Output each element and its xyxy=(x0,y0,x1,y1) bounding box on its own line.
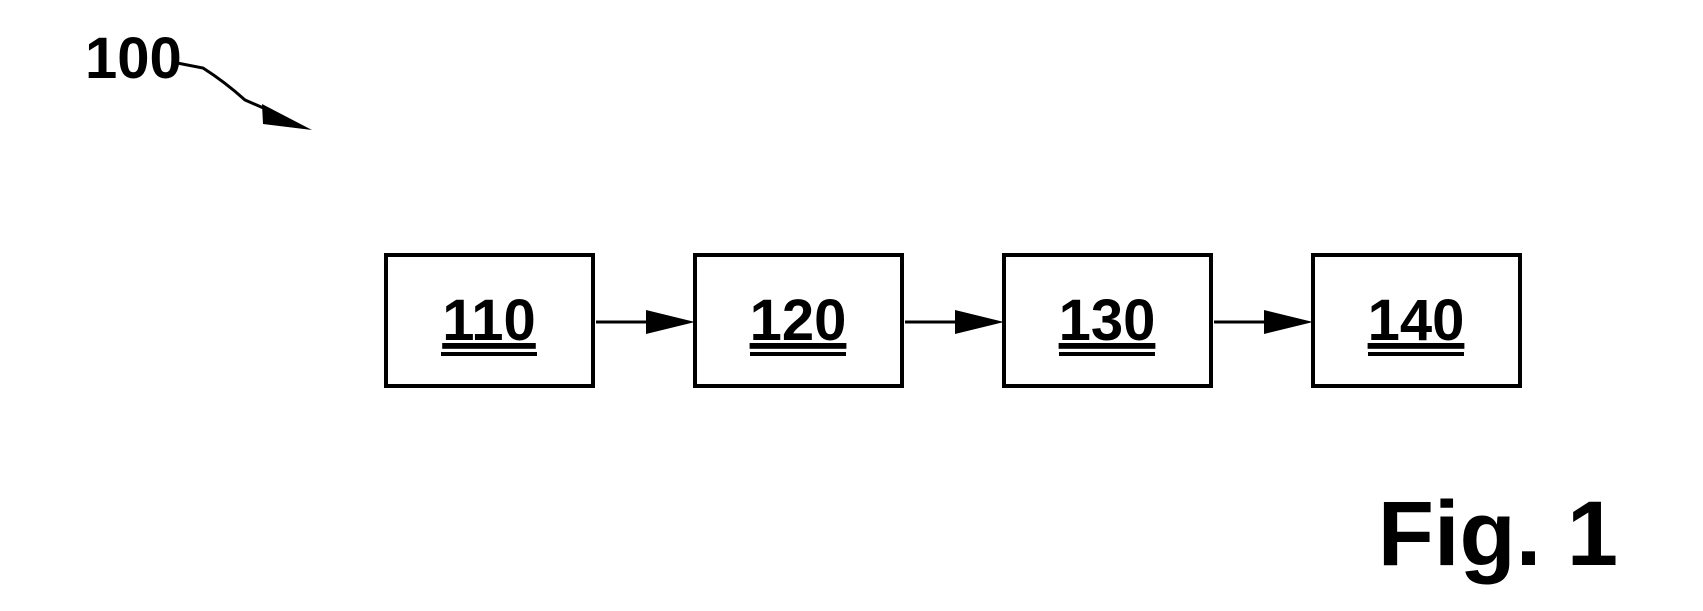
reference-leader-arrowhead xyxy=(262,104,312,130)
block-140-label: 140 xyxy=(1368,288,1465,353)
block-140: 140 xyxy=(1311,253,1522,388)
block-110: 110 xyxy=(384,253,595,388)
block-120-frame xyxy=(693,253,904,388)
block-120-label: 120 xyxy=(750,288,847,353)
figure-caption: Fig. 1 xyxy=(1378,483,1618,585)
block-140-frame xyxy=(1311,253,1522,388)
block-110-label: 110 xyxy=(442,288,536,353)
connector-110-120-arrowhead xyxy=(646,310,695,334)
block-110-frame xyxy=(384,253,595,388)
reference-group: 100 xyxy=(85,26,312,130)
block-130-frame xyxy=(1002,253,1213,388)
connector-110-120 xyxy=(596,310,695,334)
connector-120-130-arrowhead xyxy=(955,310,1004,334)
connector-130-140-arrowhead xyxy=(1264,310,1313,334)
block-130-label: 130 xyxy=(1059,288,1156,353)
reference-leader-line xyxy=(171,60,269,112)
reference-label: 100 xyxy=(85,26,182,91)
block-130: 130 xyxy=(1002,253,1213,388)
connector-130-140 xyxy=(1214,310,1313,334)
connector-120-130 xyxy=(905,310,1004,334)
block-120: 120 xyxy=(693,253,904,388)
